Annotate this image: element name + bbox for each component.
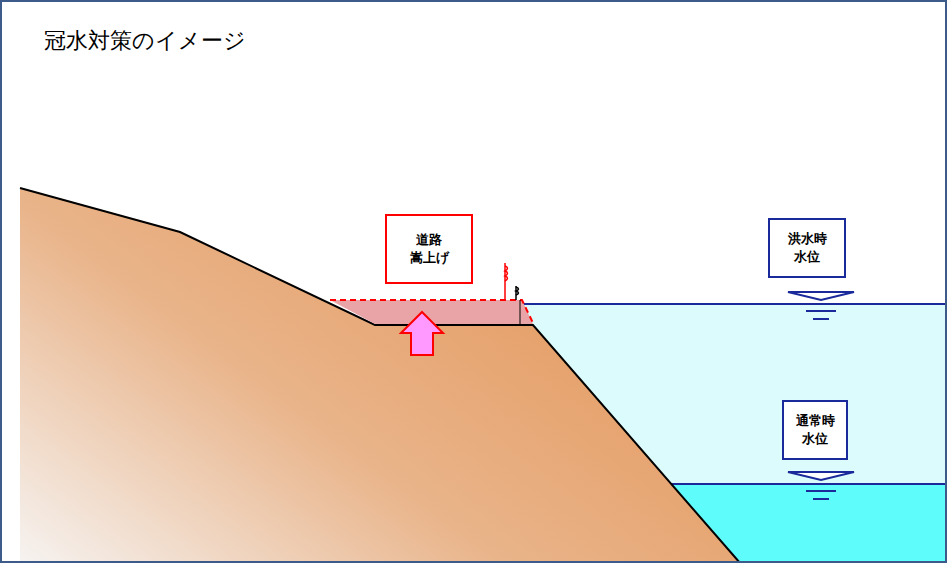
diagram-title: 冠水対策のイメージ (44, 26, 246, 56)
label-box-normal: 通常時水位 (782, 400, 848, 460)
normal-level-symbol (788, 472, 854, 499)
guardrail-raised (505, 263, 508, 300)
normal-level-line (671, 483, 947, 485)
raise-arrow (401, 312, 443, 355)
ground-outline (20, 188, 740, 563)
label-text: 通常時水位 (796, 412, 835, 447)
road-edge (520, 300, 521, 325)
label-text: 洪水時水位 (788, 230, 827, 265)
flood-level-line (520, 303, 947, 305)
flood-level-symbol (788, 292, 854, 319)
raised-road-outline (330, 300, 533, 323)
ground (20, 188, 740, 563)
guardrail-existing (516, 286, 519, 300)
label-box-road: 道路嵩上げ (385, 214, 473, 284)
label-text: 道路嵩上げ (410, 231, 449, 266)
label-box-flood: 洪水時水位 (768, 218, 846, 278)
